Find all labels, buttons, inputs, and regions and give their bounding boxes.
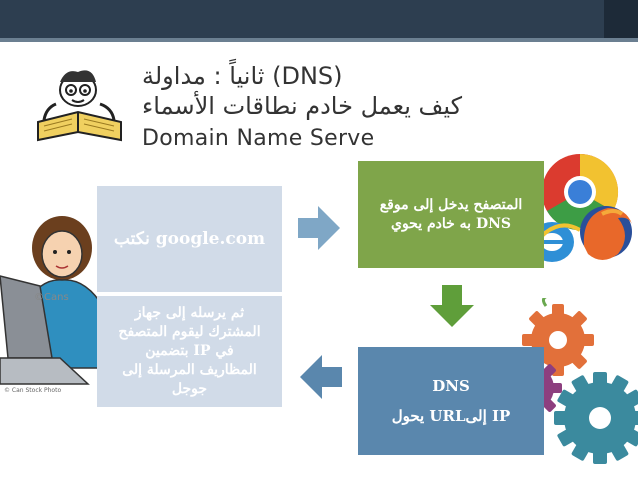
slide-header-corner bbox=[604, 0, 638, 38]
step-text-line2: يحول URLإلى IP bbox=[392, 401, 511, 431]
step-text-line1: ثم يرسله إلى جهاز bbox=[135, 304, 244, 323]
step-text-line3: بتضمين IP في bbox=[145, 342, 233, 361]
step-text-line1: المتصفح يدخل إلى موقع bbox=[380, 196, 523, 215]
step-text-line2: المشترك ليقوم المتصفح bbox=[118, 323, 260, 342]
step-text-line4: المظاريف المرسلة إلى bbox=[122, 361, 257, 380]
svg-text:©Cans: ©Cans bbox=[34, 292, 69, 303]
reading-man-icon bbox=[26, 64, 131, 146]
step-text-line2: به خادم يحوي DNS bbox=[391, 215, 511, 234]
slide-header-line bbox=[0, 38, 638, 42]
slide-title-line3: Domain Name Serve bbox=[142, 126, 374, 151]
step-box-send-ip: ثم يرسله إلى جهاز المشترك ليقوم المتصفح … bbox=[97, 296, 282, 407]
step-box-dns-convert: DNS يحول URLإلى IP bbox=[358, 347, 544, 455]
watermark-text: © Can Stock Photo bbox=[4, 387, 61, 394]
step-text-line5: جوجل bbox=[172, 380, 207, 399]
step-box-browser-dns: المتصفح يدخل إلى موقع به خادم يحوي DNS bbox=[358, 161, 544, 268]
gear-teal-icon bbox=[554, 372, 638, 464]
woman-laptop-icon: ©Cans © Can Stock Photo bbox=[0, 208, 112, 398]
arrow-down-icon bbox=[430, 285, 474, 327]
arrow-right-icon bbox=[298, 206, 340, 250]
arrow-left-icon bbox=[300, 355, 342, 399]
step-box-type-url: نكتب google.com bbox=[97, 186, 282, 292]
firefox-icon bbox=[580, 206, 632, 260]
slide-header-bar bbox=[0, 0, 638, 38]
slide-title-line2: كيف يعمل خادم نطاقات الأسماء bbox=[142, 92, 462, 120]
slide-title-line1: ثانياً : مداولة (DNS) bbox=[142, 62, 343, 90]
step-text-line1: DNS bbox=[432, 371, 470, 401]
step-text: نكتب google.com bbox=[114, 229, 265, 249]
